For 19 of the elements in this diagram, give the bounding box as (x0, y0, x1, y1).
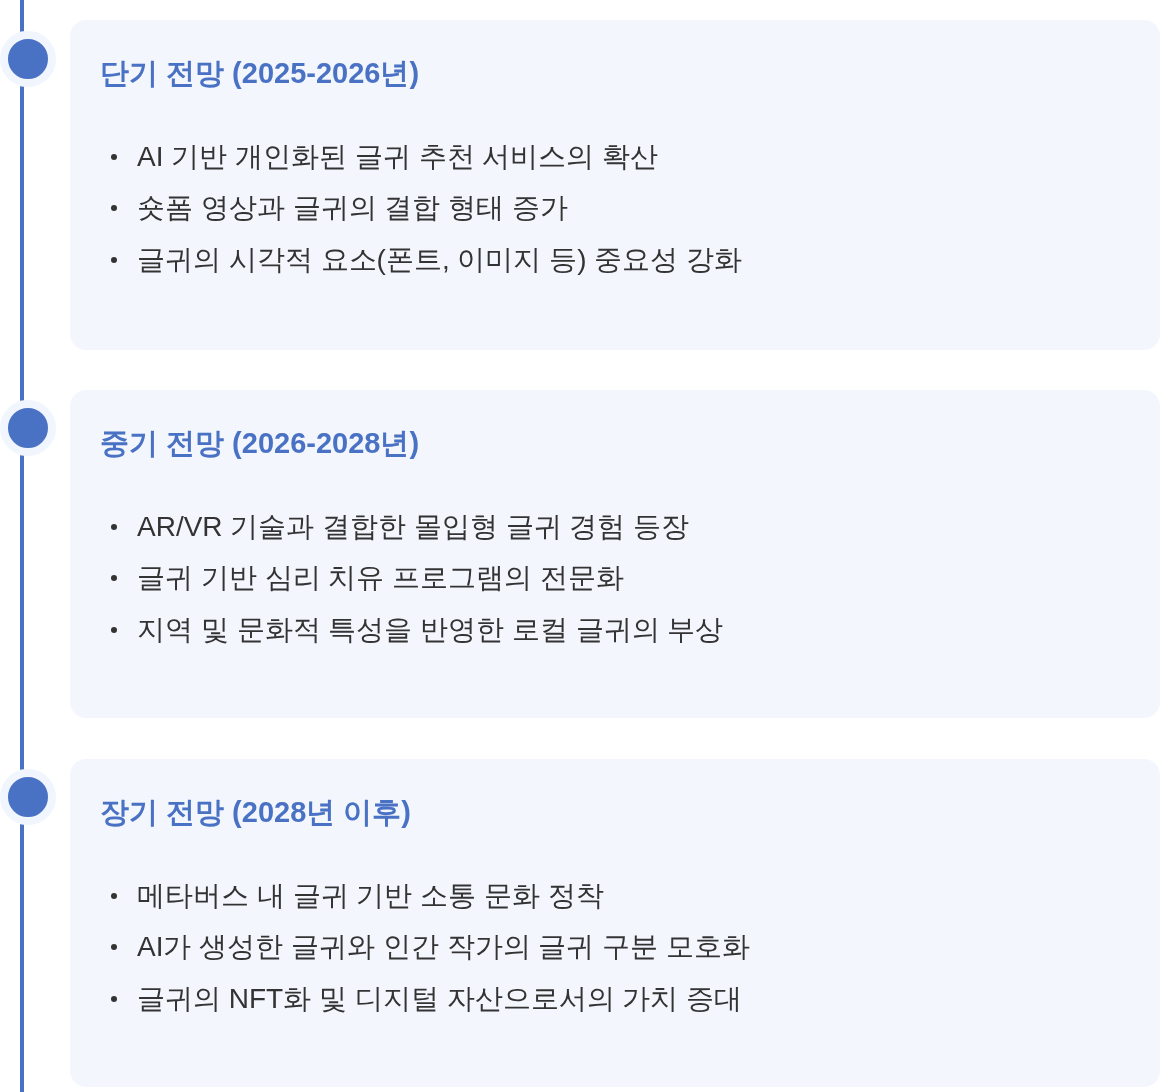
bullet-text: AR/VR 기술과 결합한 몰입형 글귀 경험 등장 (137, 509, 690, 544)
timeline-card (70, 390, 1160, 718)
timeline-line (20, 86, 24, 401)
bullet-text: AI가 생성한 글귀와 인간 작가의 글귀 구분 모호화 (137, 930, 750, 965)
bullet-text: 글귀의 NFT화 및 디지털 자산으로서의 가치 증대 (137, 981, 743, 1016)
bullet-text: AI 기반 개인화된 글귀 추천 서비스의 확산 (137, 139, 659, 174)
bullet-text: 글귀 기반 심리 치유 프로그램의 전문화 (137, 561, 624, 596)
bullet-text: 글귀의 시각적 요소(폰트, 이미지 등) 중요성 강화 (137, 242, 743, 277)
timeline-line (20, 824, 24, 1092)
bullet-text: 지역 및 문화적 특성을 반영한 로컬 글귀의 부상 (137, 612, 724, 647)
timeline-line (20, 0, 24, 32)
card-title: 단기 전망 (2025-2026년) (100, 56, 420, 91)
timeline-card (70, 20, 1160, 350)
timeline-line (20, 455, 24, 770)
card-title: 중기 전망 (2026-2028년) (100, 426, 420, 461)
timeline-card (70, 759, 1160, 1087)
bullet-text: 숏폼 영상과 글귀의 결합 형태 증가 (137, 191, 568, 226)
bullet-text: 메타버스 내 글귀 기반 소통 문화 정착 (137, 878, 604, 913)
card-title: 장기 전망 (2028년 이후) (100, 795, 411, 830)
